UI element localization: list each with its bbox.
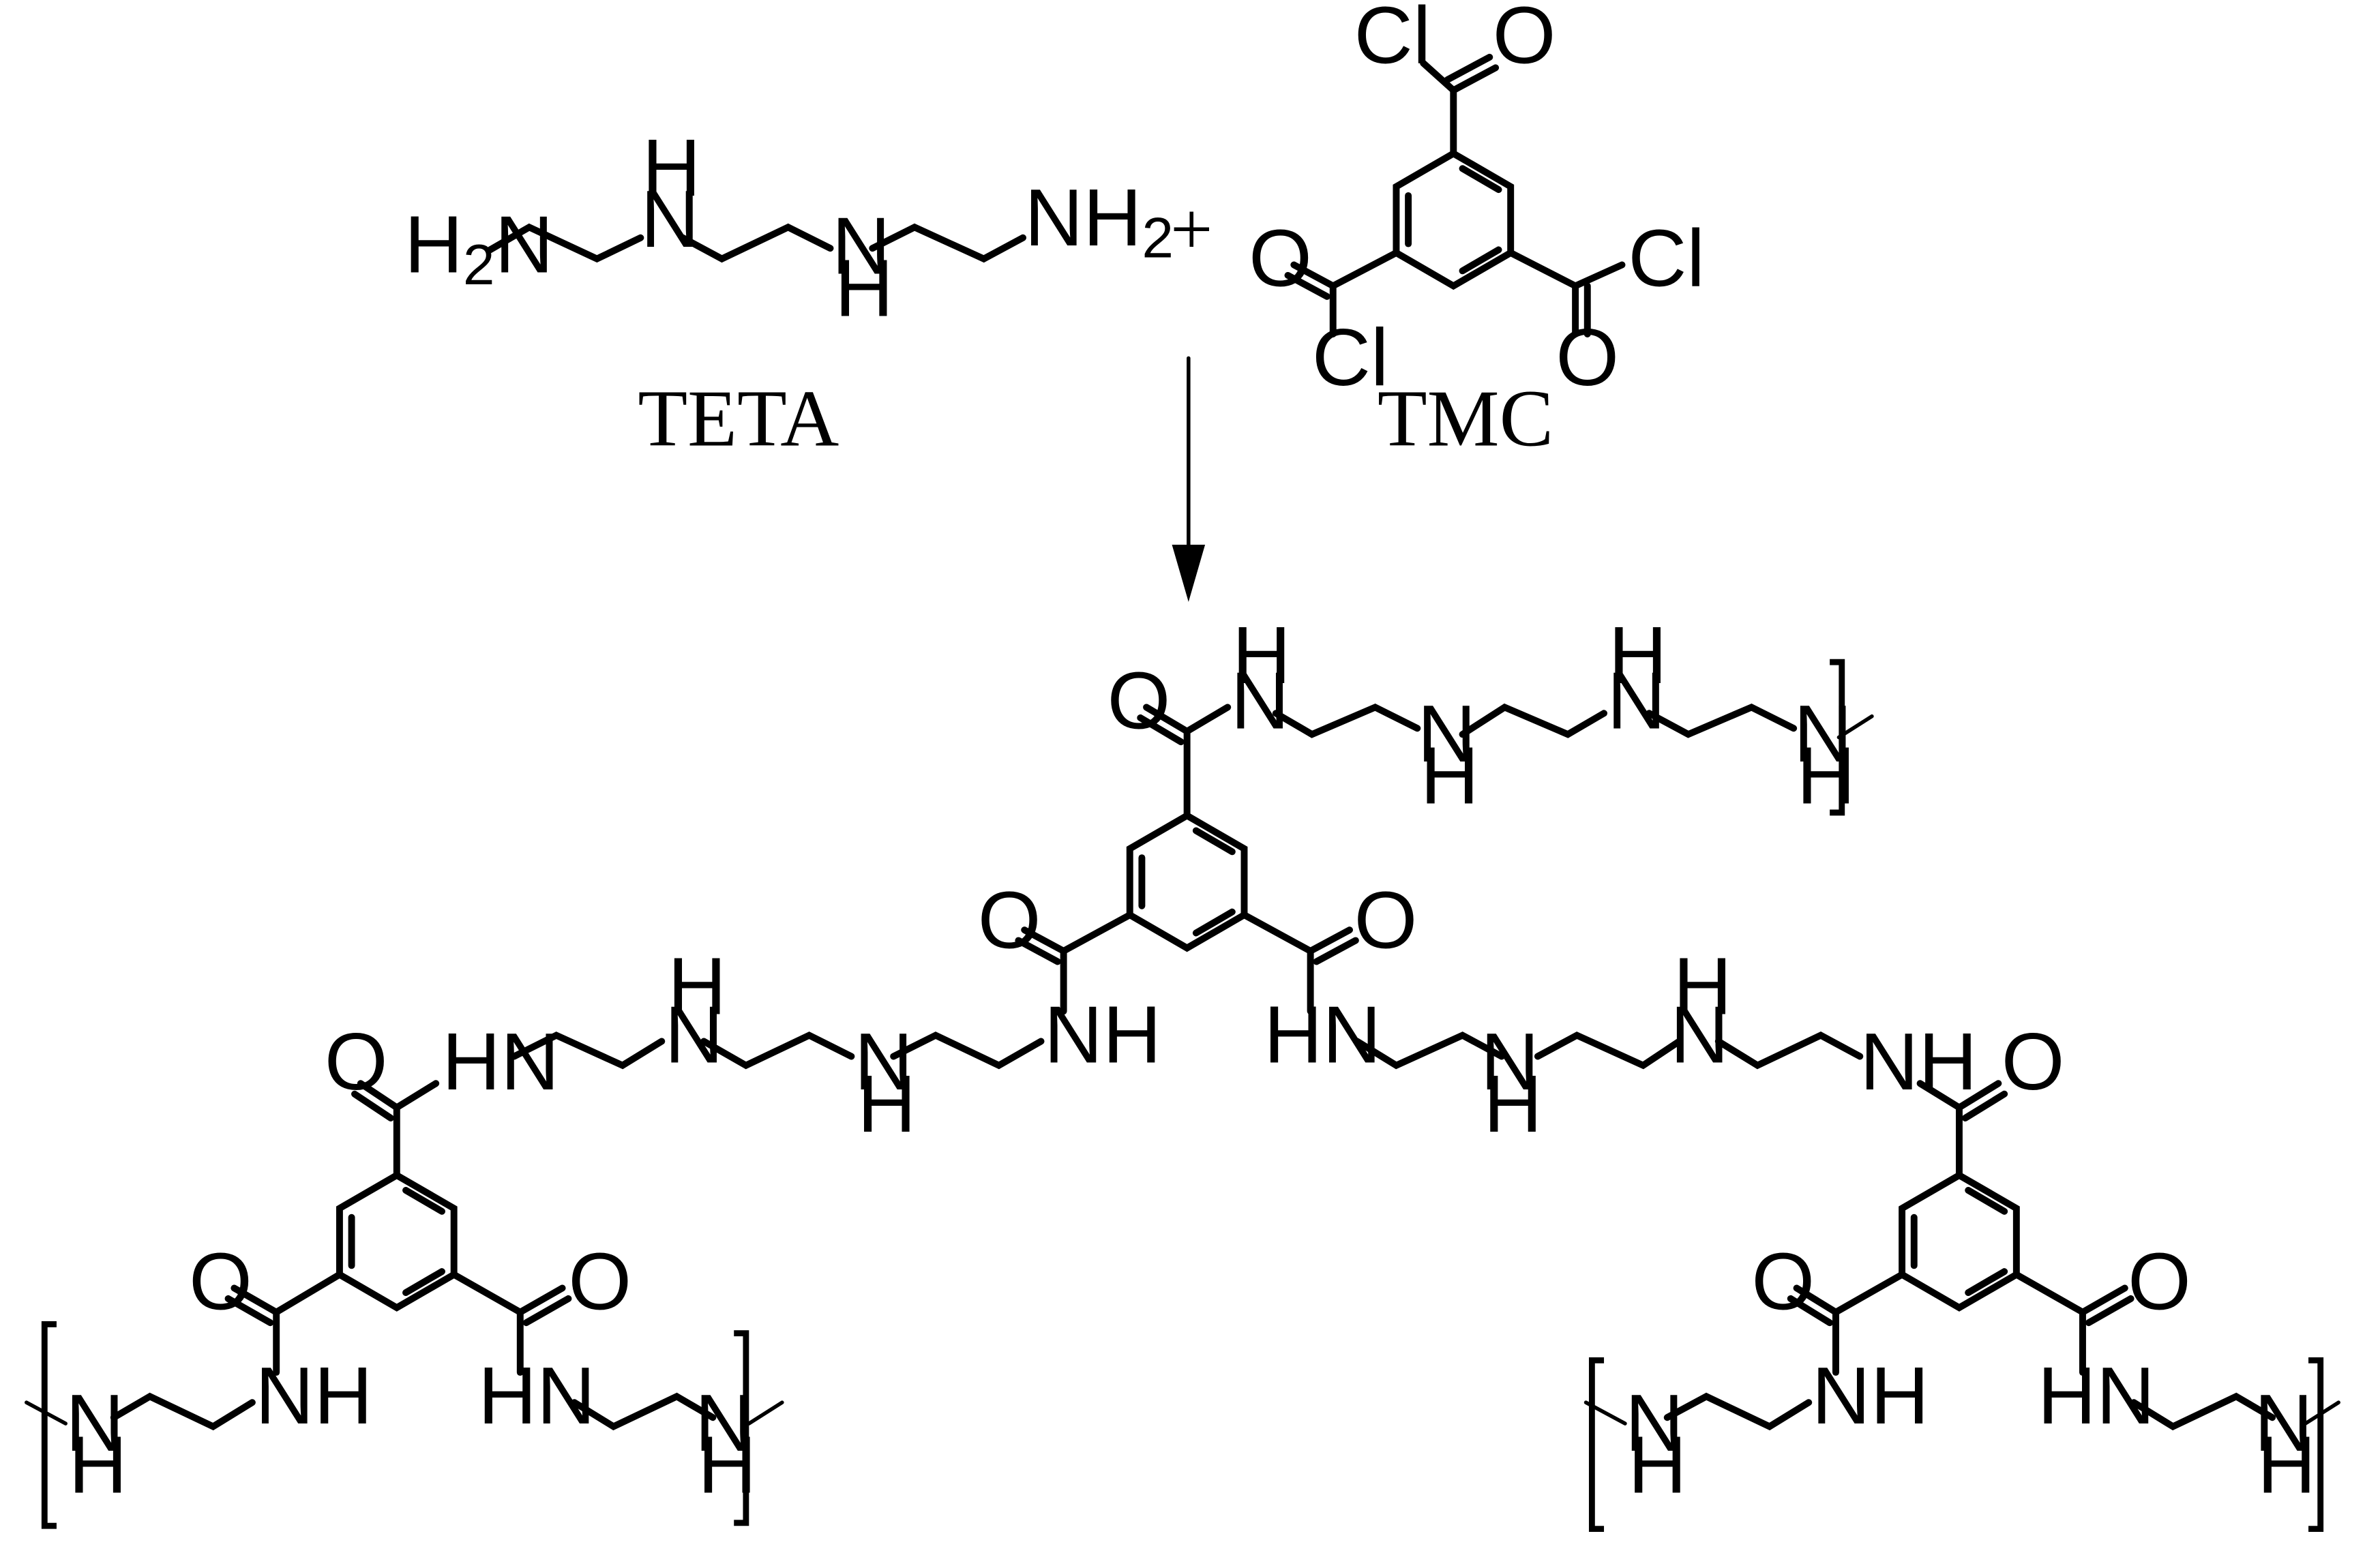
teta-nh-label: N (640, 174, 699, 265)
product-h-label-9: H (69, 1420, 128, 1511)
reaction-arrow (1172, 356, 1206, 602)
product-h-label: H (1232, 610, 1291, 701)
product-h-label-7: H (1483, 1059, 1542, 1149)
bracket-top-right (1830, 659, 1845, 816)
tmc-molecule: Cl O O Cl O Cl TMC (1249, 0, 1705, 463)
product-o-label-6: O (568, 1236, 631, 1327)
product-hn-label-3: HN (478, 1351, 595, 1441)
product-n-label-10: N (1625, 1378, 1684, 1468)
teta-molecule: H2N N H N H NH2 TETA (404, 123, 1174, 463)
product-o-label-8: O (1751, 1236, 1815, 1327)
product-network: O N H N H N H N H O NH N H N H HN O HN N (25, 610, 2340, 1533)
bracket-bottom-right-open (1588, 1357, 1605, 1533)
tmc-cl-label: Cl (1354, 0, 1431, 81)
product-h-label-12: H (2257, 1420, 2316, 1511)
product-o-label-5: O (189, 1236, 252, 1327)
product-n-label-2: N (1607, 655, 1665, 746)
teta-h-label-2: H (835, 243, 893, 334)
product-nh-label-5: NH (1812, 1351, 1929, 1441)
product-o-label-3: O (1354, 875, 1418, 966)
product-nh-label-4: NH (255, 1351, 372, 1441)
bracket-bottom-left-close (734, 1330, 749, 1526)
product-o-label-9: O (2128, 1236, 2191, 1327)
tmc-cl-label-2: Cl (1312, 312, 1389, 403)
tmc-o-label-3: O (1556, 312, 1619, 403)
tmc-cl-label-3: Cl (1628, 213, 1705, 303)
product-hn-label-4: HN (2038, 1351, 2155, 1441)
product-nh-label-3: NH (1860, 1016, 1977, 1107)
bracket-bottom-right-close (2308, 1357, 2324, 1533)
product-h-label-2: H (1421, 731, 1479, 821)
product-h-label-6: H (668, 941, 726, 1032)
product-n-label-8: N (65, 1378, 124, 1468)
product-h-label-3: H (1609, 610, 1667, 701)
product-nh-label-2: NH (1044, 989, 1161, 1080)
product-n-label-7: N (1670, 989, 1729, 1080)
product-n-label-6: N (1481, 1016, 1539, 1107)
product-hn-label-2: HN (1264, 989, 1381, 1080)
teta-h2n-label: H2N (404, 200, 554, 297)
product-h-label-4: H (1797, 731, 1856, 821)
product-o-label-4: O (325, 1016, 388, 1107)
bracket-bottom-left-open (41, 1321, 57, 1529)
tmc-caption: TMC (1378, 373, 1553, 463)
product-hn-label: HN (442, 1016, 559, 1107)
product-h-label-11: H (1628, 1420, 1686, 1511)
tmc-o-label-2: O (1249, 213, 1312, 303)
product-h-label-5: H (857, 1059, 916, 1149)
teta-nh2-label: NH2 (1024, 172, 1174, 270)
product-o-label-7: O (2002, 1016, 2065, 1107)
teta-h-label: H (642, 123, 701, 213)
product-nh-label: N (1231, 655, 1290, 746)
tmc-o-label: O (1493, 0, 1556, 81)
product-n-label-5: N (665, 989, 724, 1080)
product-o-label: O (1107, 655, 1171, 746)
product-n-label-11: N (2255, 1378, 2313, 1468)
plus-sign: + (1170, 187, 1213, 271)
product-n-label-4: N (854, 1016, 913, 1107)
product-h-label-8: H (1674, 941, 1732, 1032)
product-o-label-2: O (978, 875, 1041, 966)
teta-caption: TETA (638, 373, 839, 463)
